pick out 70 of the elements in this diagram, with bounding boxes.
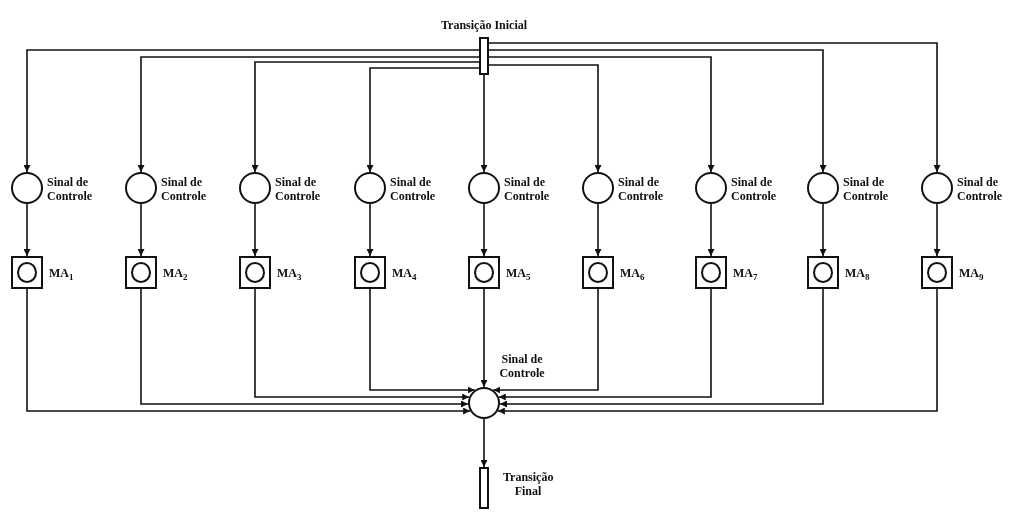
macro-action-box [11,256,43,289]
transition-bar [479,37,489,75]
arrow [23,203,31,257]
arrow [23,49,480,173]
node-label: MA$_{2}$ [163,266,188,285]
macro-action-box [921,256,953,289]
place-circle [921,172,953,204]
node-label: Sinal de Controle [498,352,546,380]
arrow [369,288,476,394]
macro-action-box [807,256,839,289]
node-label: Sinal de Controle [504,175,551,203]
arrow [488,56,715,173]
arrow [26,288,471,415]
arrow [480,288,488,388]
place-circle [695,172,727,204]
arrow [251,203,259,257]
node-label: MA$_{3}$ [277,266,302,285]
arrow [594,203,602,257]
place-circle [582,172,614,204]
node-label: Transição Inicial [440,18,528,32]
arrow [492,288,599,394]
place-circle [807,172,839,204]
arrow [140,288,469,408]
macro-action-box [582,256,614,289]
arrow [819,203,827,257]
arrow [498,288,712,401]
macro-action-box [695,256,727,289]
arrow [488,64,602,173]
node-label: Sinal de Controle [390,175,437,203]
place-circle [468,387,500,419]
arrow [480,74,488,173]
node-label: Sinal de Controle [161,175,208,203]
node-label: MA$_{9}$ [959,266,984,285]
arrow [137,203,145,257]
place-circle [468,172,500,204]
node-label: MA$_{5}$ [506,266,531,285]
transition-bar [479,467,489,509]
arrow [366,67,480,173]
node-label: Transição Final [503,470,553,498]
node-label: Sinal de Controle [47,175,94,203]
arrow [488,49,827,173]
arrow [497,288,938,415]
arrow [499,288,824,408]
macro-action-box [354,256,386,289]
node-label: Sinal de Controle [618,175,665,203]
arrow [251,61,480,173]
arrow [707,203,715,257]
arrow [366,203,374,257]
arrow [480,418,488,468]
node-label: MA$_{6}$ [620,266,645,285]
node-label: Sinal de Controle [843,175,890,203]
node-label: Sinal de Controle [731,175,778,203]
place-circle [11,172,43,204]
node-label: MA$_{7}$ [733,266,758,285]
arrow [488,42,941,173]
arrow [480,203,488,257]
node-label: MA$_{8}$ [845,266,870,285]
macro-action-box [239,256,271,289]
node-label: MA$_{4}$ [392,266,417,285]
node-label: Sinal de Controle [275,175,322,203]
arrow [254,288,470,401]
macro-action-box [125,256,157,289]
arrow [137,56,480,173]
place-circle [125,172,157,204]
macro-action-box [468,256,500,289]
place-circle [239,172,271,204]
node-label: Sinal de Controle [957,175,1004,203]
place-circle [354,172,386,204]
node-label: MA$_{1}$ [49,266,74,285]
arrow [933,203,941,257]
